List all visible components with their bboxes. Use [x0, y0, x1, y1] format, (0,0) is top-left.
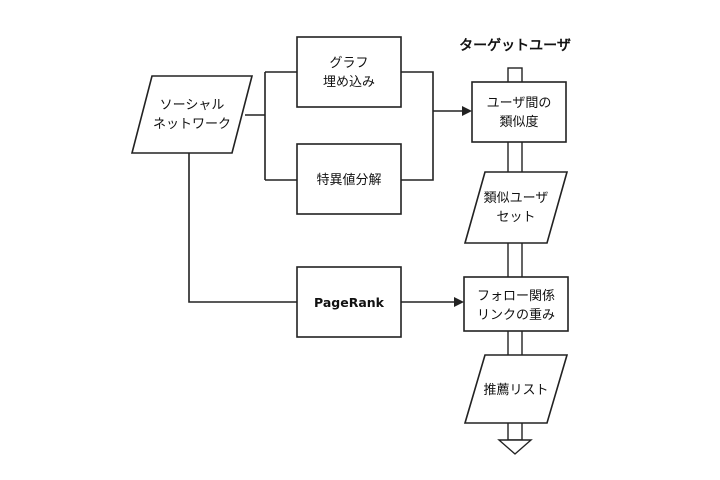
graph-embedding-label-1: グラフ: [329, 56, 368, 71]
connectors: [188, 71, 472, 307]
user-similarity-label-2: 類似度: [499, 114, 538, 130]
svd-label: 特異値分解: [316, 172, 381, 188]
social-network-label-2: ネットワーク: [153, 117, 231, 132]
target-user-pipeline: [497, 67, 533, 455]
pipeline-down-arrow: [497, 439, 533, 455]
similar-user-set-label-2: セット: [496, 210, 535, 225]
follow-link-weight-label-1: フォロー関係: [477, 289, 555, 304]
node-social-network: ソーシャル ネットワーク: [130, 75, 254, 154]
edge-social-to-pagerank: [188, 153, 297, 303]
edge-graph-embedding-to-merge: [401, 71, 434, 181]
node-pagerank: PageRank: [296, 266, 402, 338]
node-svd: 特異値分解: [296, 143, 402, 215]
social-network-label-1: ソーシャル: [160, 98, 225, 113]
node-graph-embedding: グラフ 埋め込み: [296, 36, 402, 108]
node-user-similarity: ユーザ間の 類似度: [471, 81, 567, 143]
node-recommendation-list: 推薦リスト: [463, 354, 569, 424]
node-similar-user-set: 類似ユーザ セット: [463, 171, 569, 244]
node-follow-link-weight: フォロー関係 リンクの重み: [463, 276, 569, 332]
target-user-title: ターゲットユーザ: [459, 37, 571, 54]
pagerank-label: PageRank: [314, 295, 385, 310]
similar-user-set-label-1: 類似ユーザ: [484, 191, 549, 206]
graph-embedding-label-2: 埋め込み: [323, 75, 375, 90]
follow-link-weight-label-2: リンクの重み: [477, 307, 555, 323]
user-similarity-label-1: ユーザ間の: [487, 96, 552, 111]
recommendation-list-label: 推薦リスト: [483, 383, 548, 398]
